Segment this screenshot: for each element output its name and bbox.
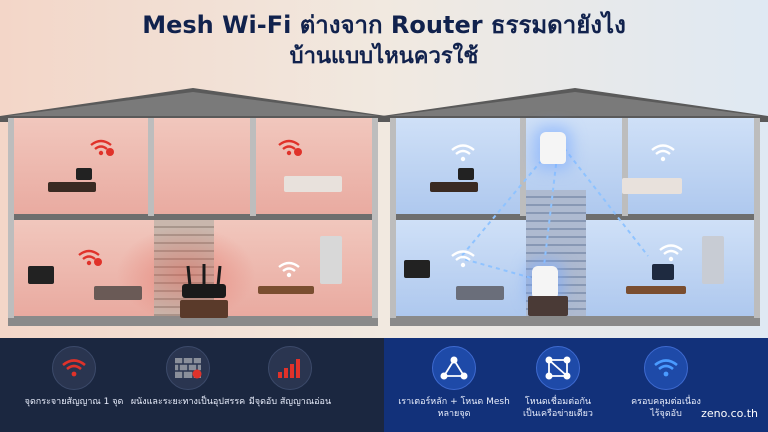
exterior-wall: [754, 118, 760, 318]
mesh-node-upper: [540, 132, 566, 164]
dining-table: [626, 286, 686, 294]
fridge: [320, 236, 342, 284]
wifi-icon: [644, 346, 688, 390]
page-title: Mesh Wi-Fi ต่างจาก Router ธรรมดายังไง บ้…: [0, 10, 768, 72]
interior-wall: [622, 118, 628, 216]
feature-dead-zones: มีจุดอับ สัญญาณอ่อน: [230, 346, 350, 408]
title-line-2: บ้านแบบไหนควรใช้: [289, 44, 479, 69]
roof: [0, 88, 386, 122]
router-cabinet: [180, 300, 228, 318]
bed: [622, 178, 682, 194]
weak-wifi-icon: [90, 139, 114, 156]
exterior-wall: [390, 118, 396, 318]
foundation: [8, 316, 378, 326]
weak-wifi-icon: [278, 139, 302, 156]
house-traditional-router: [0, 86, 386, 338]
feature-single-network: โหนดเชื่อมต่อกัน เป็นเครือข่ายเดียว: [498, 346, 618, 420]
feature-caption: เราเตอร์หลัก + โหนด Mesh หลายจุด: [398, 397, 510, 419]
wifi-icon: [659, 244, 683, 262]
floor-slab: [8, 214, 378, 220]
mesh-network-icon: [432, 346, 476, 390]
mesh-links: [459, 147, 649, 283]
monitor: [76, 168, 92, 180]
traditional-router-features: จุดกระจายสัญญาณ 1 จุด ผนังและระยะทางเป็น…: [0, 338, 384, 432]
feature-walls-obstacle: ผนังและระยะทางเป็นอุปสรรค: [128, 346, 248, 408]
mesh-node-main-router: [532, 266, 558, 298]
wifi-icon: [451, 250, 475, 268]
foundation: [390, 316, 760, 326]
feature-single-point: จุดกระจายสัญญาณ 1 จุด: [14, 346, 134, 408]
brick-wall-icon: [166, 346, 210, 390]
wifi-icon: [52, 346, 96, 390]
feature-router-plus-nodes: เราเตอร์หลัก + โหนด Mesh หลายจุด: [394, 346, 514, 420]
router-device: [182, 284, 226, 298]
desk: [48, 182, 96, 192]
house-mesh-wifi: [382, 86, 768, 338]
exterior-wall: [372, 118, 378, 318]
desk: [430, 182, 478, 192]
tv: [404, 260, 430, 278]
feature-caption: ผนังและระยะทางเป็นอุปสรรค: [130, 397, 246, 407]
interior-wall: [250, 118, 256, 216]
feature-caption: โหนดเชื่อมต่อกัน เป็นเครือข่ายเดียว: [522, 397, 593, 419]
connected-nodes-icon: [536, 346, 580, 390]
bed: [284, 176, 342, 192]
fridge: [702, 236, 724, 284]
weak-signal-bars-icon: [268, 346, 312, 390]
feature-seamless-coverage: ครอบคลุมต่อเนื่อง ไร้จุดอับ: [606, 346, 726, 420]
monitor: [458, 168, 474, 180]
sofa: [456, 286, 504, 300]
tv: [28, 266, 54, 284]
interior-wall: [520, 118, 526, 216]
wifi-icon: [451, 144, 475, 162]
upper-floor: [12, 118, 374, 216]
brand-watermark: zeno.co.th: [701, 407, 758, 420]
feature-caption: จุดกระจายสัญญาณ 1 จุด: [24, 397, 124, 407]
interior-wall: [148, 118, 154, 216]
roof: [382, 88, 768, 122]
weak-wifi-icon: [78, 249, 102, 266]
wifi-icon: [651, 144, 675, 162]
router-antennas: [186, 264, 222, 286]
mesh-wifi-features: เราเตอร์หลัก + โหนด Mesh หลายจุด โหนดเชื…: [384, 338, 768, 432]
exterior-wall: [8, 118, 14, 318]
wifi-icon: [278, 261, 300, 278]
sofa: [94, 286, 142, 300]
router-cabinet: [528, 296, 568, 316]
feature-caption: มีจุดอับ สัญญาณอ่อน: [248, 397, 332, 407]
feature-caption: ครอบคลุมต่อเนื่อง ไร้จุดอับ: [631, 397, 701, 419]
title-line-1: Mesh Wi-Fi ต่างจาก Router ธรรมดายังไง: [142, 11, 626, 39]
laptop: [652, 264, 674, 280]
dining-table: [258, 286, 314, 294]
